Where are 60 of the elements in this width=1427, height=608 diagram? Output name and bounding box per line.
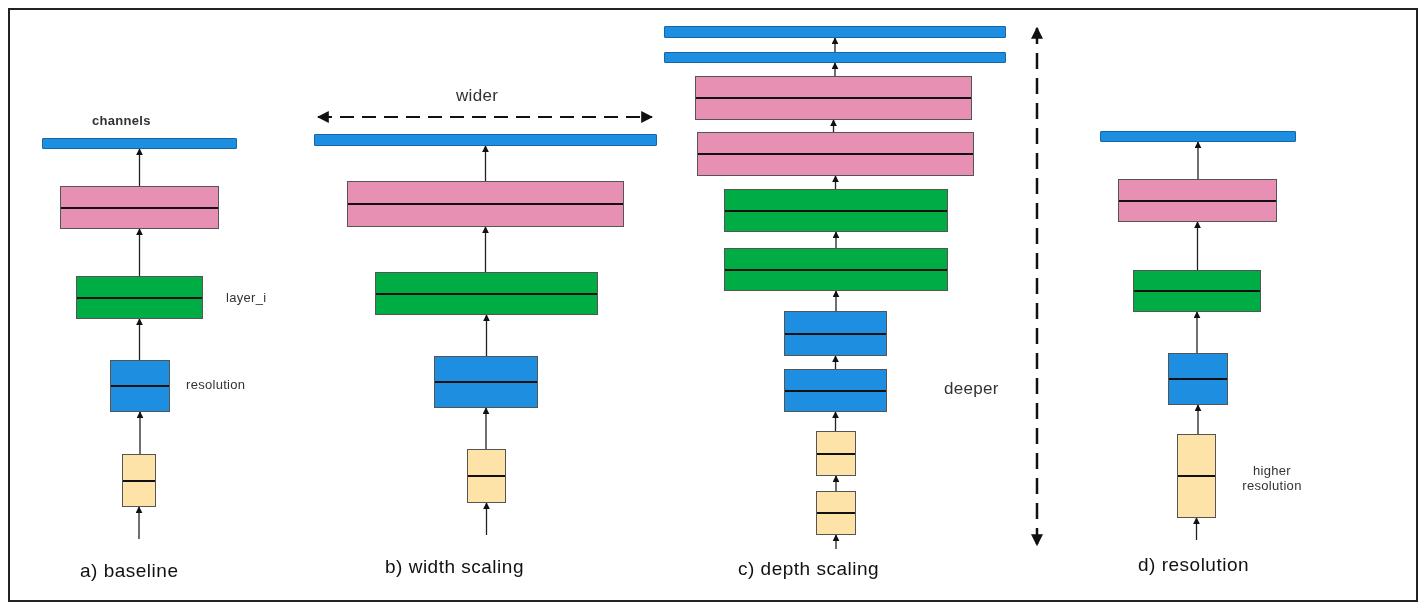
layer-block [724,248,948,291]
arrow [832,411,839,432]
arrow [1194,404,1202,435]
layer-block [347,181,624,227]
arrow [832,231,840,249]
arrow [830,119,837,133]
panel-caption: a) baseline [80,560,179,582]
arrow [136,228,143,277]
arrow [1194,141,1202,180]
arrow [831,62,839,77]
arrow [832,175,839,190]
annotation-label: higher resolution [1241,463,1303,493]
arrow [483,314,490,357]
arrow [136,148,143,187]
layer-block [60,186,219,229]
arrow [1193,311,1201,354]
arrow [832,534,840,550]
layer-block [784,369,887,412]
layer-block [816,431,856,476]
channel-bar [664,52,1006,63]
layer-block [375,272,598,315]
annotation-label: layer_i [226,290,267,305]
arrow [831,37,839,53]
layer-block [1168,353,1228,405]
layer-block [695,76,972,120]
panel-caption: d) resolution [1138,554,1250,576]
layer-block [434,356,538,408]
annotation-label: wider [456,86,499,106]
layer-block [1133,270,1261,312]
channel-bar [664,26,1006,38]
layer-block [110,360,170,412]
channel-bar [42,138,237,149]
arrow [136,411,144,455]
arrow [832,355,839,370]
arrow [483,502,490,536]
layer-block [76,276,203,319]
layer-block [724,189,948,232]
panel-caption: b) width scaling [385,556,524,578]
arrow [482,226,489,273]
arrow [832,475,840,492]
layer-block [467,449,506,503]
layer-block [697,132,974,176]
layer-block [122,454,156,507]
layer-block [1177,434,1216,518]
arrow [832,290,840,312]
arrow [482,145,489,182]
arrow [1193,517,1200,541]
layer-block [1118,179,1277,222]
arrow [482,407,490,450]
annotation-label: deeper [944,379,999,399]
annotation-label: resolution [186,377,246,392]
panel-caption: c) depth scaling [738,558,880,580]
arrow [135,506,143,540]
arrow [136,318,143,361]
annotation-label: channels [92,113,151,128]
layer-block [784,311,887,356]
channel-bar [1100,131,1296,142]
arrow [1194,221,1201,271]
channel-bar [314,134,657,146]
layer-block [816,491,856,535]
